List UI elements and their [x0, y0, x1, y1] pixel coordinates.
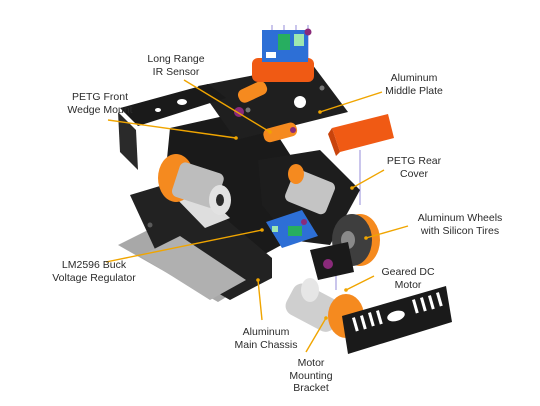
label-ir-sensor: Long Range IR Sensor — [147, 53, 205, 78]
label-motor-bracket: Motor Mounting Bracket — [289, 357, 333, 394]
lm2596-buck-regulator-board — [266, 210, 318, 248]
side-plate-top-left — [118, 84, 226, 170]
leader-lines — [105, 79, 409, 353]
left-motor-wheel — [158, 154, 231, 215]
label-buck-regulator: LM2596 Buck Voltage Regulator — [52, 259, 136, 284]
motor-mounting-bracket — [342, 286, 452, 354]
leader-dots — [234, 110, 368, 320]
petg-rear-cover — [328, 114, 394, 156]
label-middle-plate: Aluminum Middle Plate — [385, 72, 443, 97]
label-rear-cover: PETG Rear Cover — [386, 155, 442, 180]
aluminum-middle-plate — [198, 64, 348, 140]
label-dc-motor: Geared DC Motor — [381, 266, 435, 291]
label-wheels: Aluminum Wheels with Silicon Tires — [417, 212, 503, 237]
long-range-ir-sensor — [252, 28, 314, 82]
bottom-left-bracket — [140, 236, 246, 300]
middle-motor — [310, 242, 354, 280]
label-front-wedge-mount: PETG Front Wedge Mount — [67, 91, 133, 116]
label-main-chassis: Aluminum Main Chassis — [234, 326, 298, 351]
